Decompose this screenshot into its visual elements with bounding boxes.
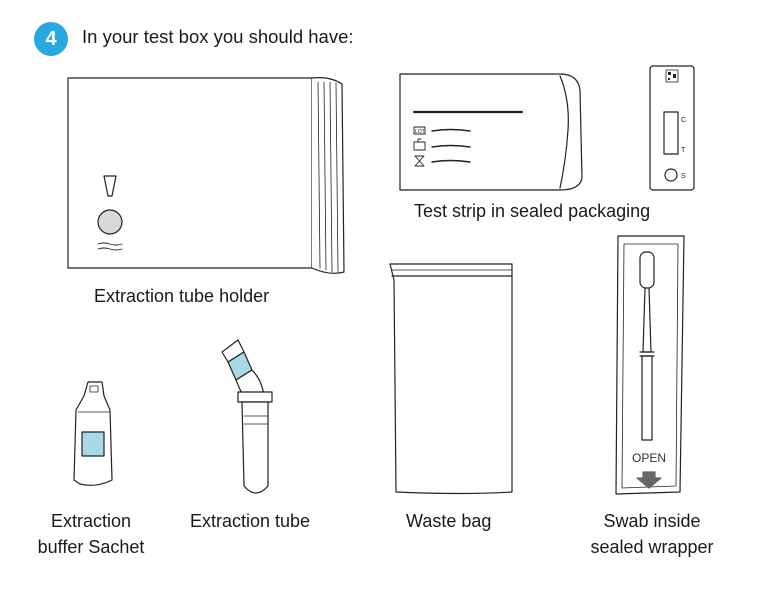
caption-line: sealed wrapper (590, 537, 714, 557)
open-label: OPEN (632, 451, 666, 465)
test-cassette-illustration (649, 65, 695, 191)
caption-line: buffer Sachet (37, 537, 145, 557)
sample-well-label: S (681, 173, 686, 180)
caption-line: Extraction (50, 511, 132, 531)
step-heading: In your test box you should have: (82, 26, 354, 47)
extraction-tube-illustration (221, 339, 273, 494)
caption-test-strip: Test strip in sealed packaging (414, 198, 650, 224)
step-number: 4 (45, 27, 57, 50)
caption-line: Waste bag (406, 511, 492, 531)
step-number-badge: 4 (34, 22, 68, 56)
caption-extraction-tube: Extraction tube (190, 508, 310, 534)
test-strip-pouch-illustration (399, 73, 583, 191)
caption-buffer-sachet: Extraction buffer Sachet (28, 508, 154, 560)
caption-extraction-tube-holder: Extraction tube holder (94, 283, 269, 309)
swab-wrapper-illustration (615, 235, 685, 495)
waste-bag-illustration (389, 263, 513, 495)
extraction-tube-holder-illustration (67, 77, 345, 274)
caption-swab: Swab inside sealed wrapper (582, 508, 722, 560)
caption-line: Extraction tube holder (94, 286, 270, 306)
test-line-label: T (681, 147, 686, 154)
caption-waste-bag: Waste bag (406, 508, 491, 534)
lot-label: LOT (415, 129, 425, 135)
caption-line: Swab inside (603, 511, 701, 531)
caption-line: Extraction tube (190, 511, 311, 531)
caption-line: Test strip in sealed packaging (414, 201, 651, 221)
control-line-label: C (681, 117, 686, 124)
buffer-sachet-illustration (73, 381, 113, 486)
